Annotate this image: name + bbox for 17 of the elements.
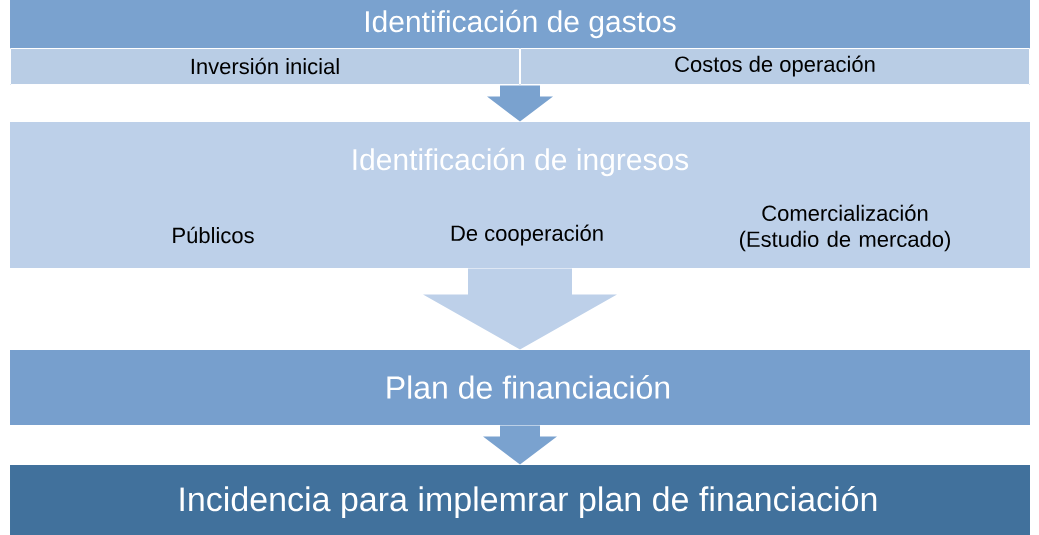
sub-box	[10, 48, 520, 85]
band	[10, 122, 1030, 268]
band	[10, 350, 1030, 425]
band	[10, 465, 1030, 535]
band-label: Comercialización (Estudio de mercado)	[740, 204, 950, 252]
band-title: Identificación de ingresos	[353, 147, 689, 177]
block-arrow	[423, 268, 617, 350]
band-title: Plan de financiación	[387, 375, 670, 399]
band-label: De cooperación	[451, 224, 603, 246]
block-arrow	[487, 85, 553, 122]
band-label: Públicos	[173, 226, 254, 244]
band-title: Identificación de gastos	[366, 9, 676, 39]
band-title: Incidencia para implemrar plan de financiación	[180, 485, 877, 519]
block-arrow	[483, 425, 557, 465]
box-label: Costos de operación	[675, 55, 875, 77]
box-label: Inversión inicial	[191, 57, 339, 75]
sub-box	[520, 48, 1030, 85]
